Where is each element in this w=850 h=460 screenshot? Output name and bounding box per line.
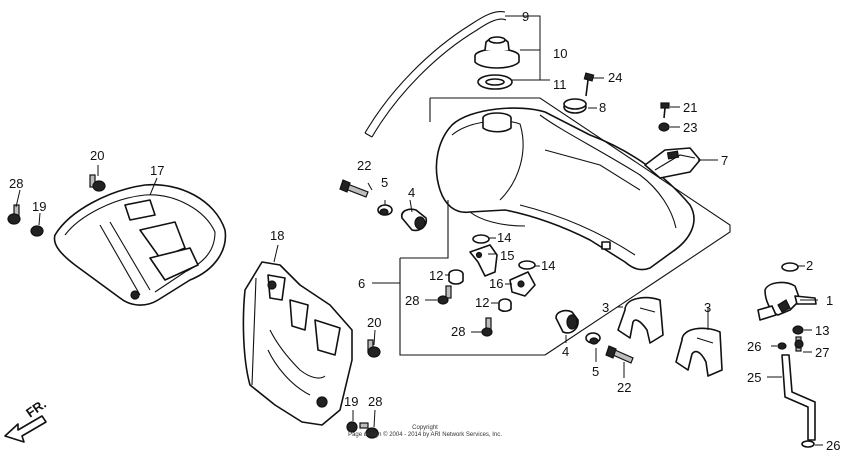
callout-14-upper: 14 [497,230,511,245]
callout-4-upper: 4 [408,185,415,200]
mounting-plate-15 [469,244,498,277]
clip-26-upper [777,342,787,350]
cushion-4-upper [400,208,428,232]
front-direction-label: FR. [23,396,49,420]
callout-9: 9 [522,9,529,24]
bolt-20-upper [89,174,106,192]
callout-26-lower: 26 [826,438,840,453]
callout-28-bottom: 28 [368,394,382,409]
bolt-28-lower [481,317,493,337]
breather-tube [364,11,506,134]
o-ring-2 [781,262,799,272]
callout-10: 10 [553,46,567,61]
fuel-valve-1 [757,281,817,321]
nut-23 [658,122,670,132]
callout-3-right: 3 [704,300,711,315]
callout-20-upper: 20 [90,148,104,163]
assembly-bracket [399,97,731,356]
callout-22-lower: 22 [617,380,631,395]
callout-13: 13 [815,323,829,338]
callout-5-upper: 5 [381,175,388,190]
callout-12-upper: 12 [429,268,443,283]
callout-2: 2 [806,258,813,273]
fuel-hose-25 [781,354,816,441]
callout-21: 21 [683,100,697,115]
collar-12-lower [498,298,512,313]
callout-11: 11 [553,77,567,92]
callout-5-lower: 5 [592,364,599,379]
cushion-4-lower [555,309,579,334]
callout-labels: 9 10 11 24 8 21 23 7 22 5 4 6 14 15 14 1… [9,9,840,453]
callout-22-upper: 22 [357,158,371,173]
bolt-22-upper [339,179,369,198]
callout-14-lower: 14 [541,258,555,273]
callout-12-lower: 12 [475,295,489,310]
callout-6: 6 [358,276,365,291]
shroud-18 [242,261,353,426]
bolt-22-lower [605,345,634,364]
callout-15: 15 [500,248,514,263]
callout-27: 27 [815,345,829,360]
callout-26-upper: 26 [747,339,761,354]
collar-5-upper [377,204,393,216]
callout-25: 25 [747,370,761,385]
callout-4-lower: 4 [562,344,569,359]
clip-14-right [518,260,536,270]
copyright-line-1: Copyright [412,425,438,431]
clip-26-lower [801,440,815,448]
callout-3-left: 3 [602,300,609,315]
fuel-tank [435,107,695,271]
callout-24: 24 [608,70,622,85]
screw-24 [583,72,595,97]
callout-16: 16 [489,276,503,291]
strap-3-left [617,296,664,344]
grommet-19-lower [346,421,358,433]
fuel-cap [474,36,520,69]
collar-5-lower [585,332,601,345]
callout-8: 8 [599,100,606,115]
callout-1: 1 [826,293,833,308]
callout-18: 18 [270,228,284,243]
bolt-28-bottom [359,422,379,439]
callout-7: 7 [721,153,728,168]
copyright-line-2: Page design © 2004 - 2014 by ARI Network… [348,432,502,438]
strap-3-right [675,327,723,377]
bolt-20-lower [367,339,381,358]
shroud-17 [53,183,227,306]
bolt-28-left [7,204,21,225]
callout-28-low: 28 [451,324,465,339]
callout-19-upper: 19 [32,199,46,214]
clip-14-left [472,234,490,244]
screw-13 [792,325,804,335]
grommet-19-upper [30,225,44,237]
screw-27 [794,336,804,352]
bolt-28-upper [437,285,452,305]
leader-lines [15,15,823,446]
callout-19-lower: 19 [344,394,358,409]
front-direction-arrow: FR. [4,396,49,443]
bracket-16 [509,271,536,297]
collar-12-upper [448,269,464,285]
callout-28-left: 28 [9,176,23,191]
callout-28-mid: 28 [405,293,419,308]
screw-21 [660,102,670,119]
callout-23: 23 [683,120,697,135]
copyright-notice: Copyright Page design © 2004 - 2014 by A… [300,425,550,439]
rubber-cushion-8 [563,98,587,114]
callout-20-lower: 20 [367,315,381,330]
callout-17: 17 [150,163,164,178]
